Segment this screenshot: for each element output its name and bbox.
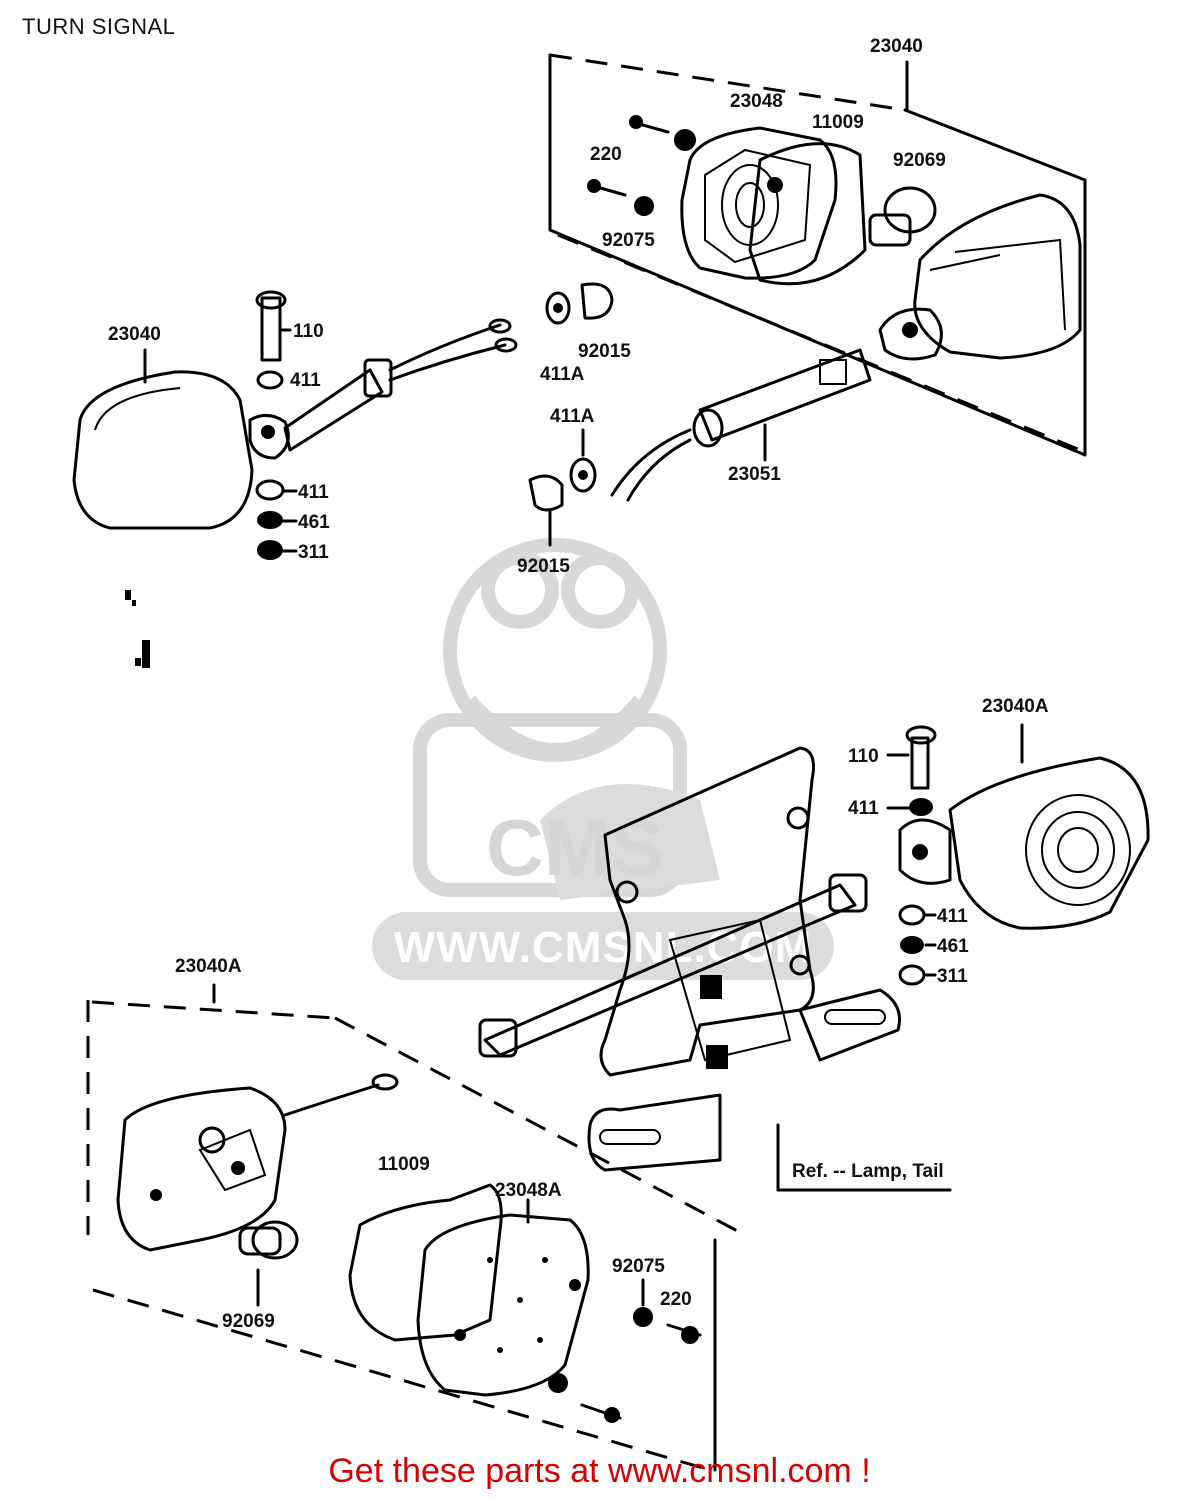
middle-washers <box>528 282 614 547</box>
label-92075-top: 92075 <box>602 230 655 251</box>
label-311-right: 311 <box>937 966 968 987</box>
top-bulb <box>868 186 937 247</box>
label-23048: 23048 <box>730 91 783 112</box>
label-23040-left: 23040 <box>108 324 161 345</box>
label-411-right-top: 411 <box>848 798 879 819</box>
left-hardware <box>255 290 287 560</box>
top-lens <box>680 126 838 280</box>
label-110-right: 110 <box>848 746 879 767</box>
mounting-bracket <box>478 746 952 1192</box>
footer-link[interactable]: Get these parts at www.cmsnl.com ! <box>328 1452 871 1490</box>
label-92069-top: 92069 <box>893 150 946 171</box>
label-411-left: 411 <box>298 482 329 503</box>
rear-right-turn-signal-a <box>898 723 1150 986</box>
label-11009-bottom: 11009 <box>378 1154 430 1175</box>
top-gasket <box>748 142 867 286</box>
label-92069-bottom: 92069 <box>222 1311 275 1332</box>
part-labels: 23040 23048 11009 92069 220 92075 23040 … <box>108 36 1049 1332</box>
bottom-gasket <box>348 1183 503 1342</box>
label-92015-top: 92015 <box>578 341 631 362</box>
front-left-turn-signal <box>72 318 518 530</box>
watermark-url: WWW.CMSNL.COM <box>394 923 813 972</box>
bottom-lens <box>416 1198 590 1397</box>
label-23040a-right: 23040A <box>982 696 1049 717</box>
label-220-bottom: 220 <box>660 1289 692 1310</box>
label-ref-lamp-tail: Ref. -- Lamp, Tail <box>792 1161 944 1182</box>
label-311-left: 311 <box>298 542 329 563</box>
bottom-left-group-frame <box>86 983 746 1472</box>
page-title: TURN SIGNAL <box>22 14 176 39</box>
label-23040-top: 23040 <box>870 36 923 57</box>
label-23048a: 23048A <box>495 1180 562 1201</box>
label-23051: 23051 <box>728 464 781 485</box>
label-23040a-left: 23040A <box>175 956 242 977</box>
label-11009-top: 11009 <box>812 112 864 133</box>
scan-marks <box>125 590 150 668</box>
label-411-left-top: 411 <box>290 370 321 391</box>
label-220-top: 220 <box>590 144 622 165</box>
bottom-screws <box>548 1307 702 1423</box>
label-92015-mid: 92015 <box>517 556 570 577</box>
label-461-left: 461 <box>298 512 330 533</box>
label-411a-1: 411A <box>540 364 585 385</box>
right-stem <box>610 348 872 502</box>
watermark-brand: CMS <box>486 803 664 892</box>
rear-left-turn-signal-a <box>116 1073 399 1307</box>
label-411-right: 411 <box>937 906 968 927</box>
top-screws <box>587 115 696 216</box>
rear-right-turn-signal-housing <box>878 193 1082 361</box>
label-411a-2: 411A <box>550 406 595 427</box>
label-110-left: 110 <box>293 321 324 342</box>
top-right-group-frame <box>548 53 1087 457</box>
label-92075-bottom: 92075 <box>612 1256 665 1277</box>
label-461-right: 461 <box>937 936 969 957</box>
